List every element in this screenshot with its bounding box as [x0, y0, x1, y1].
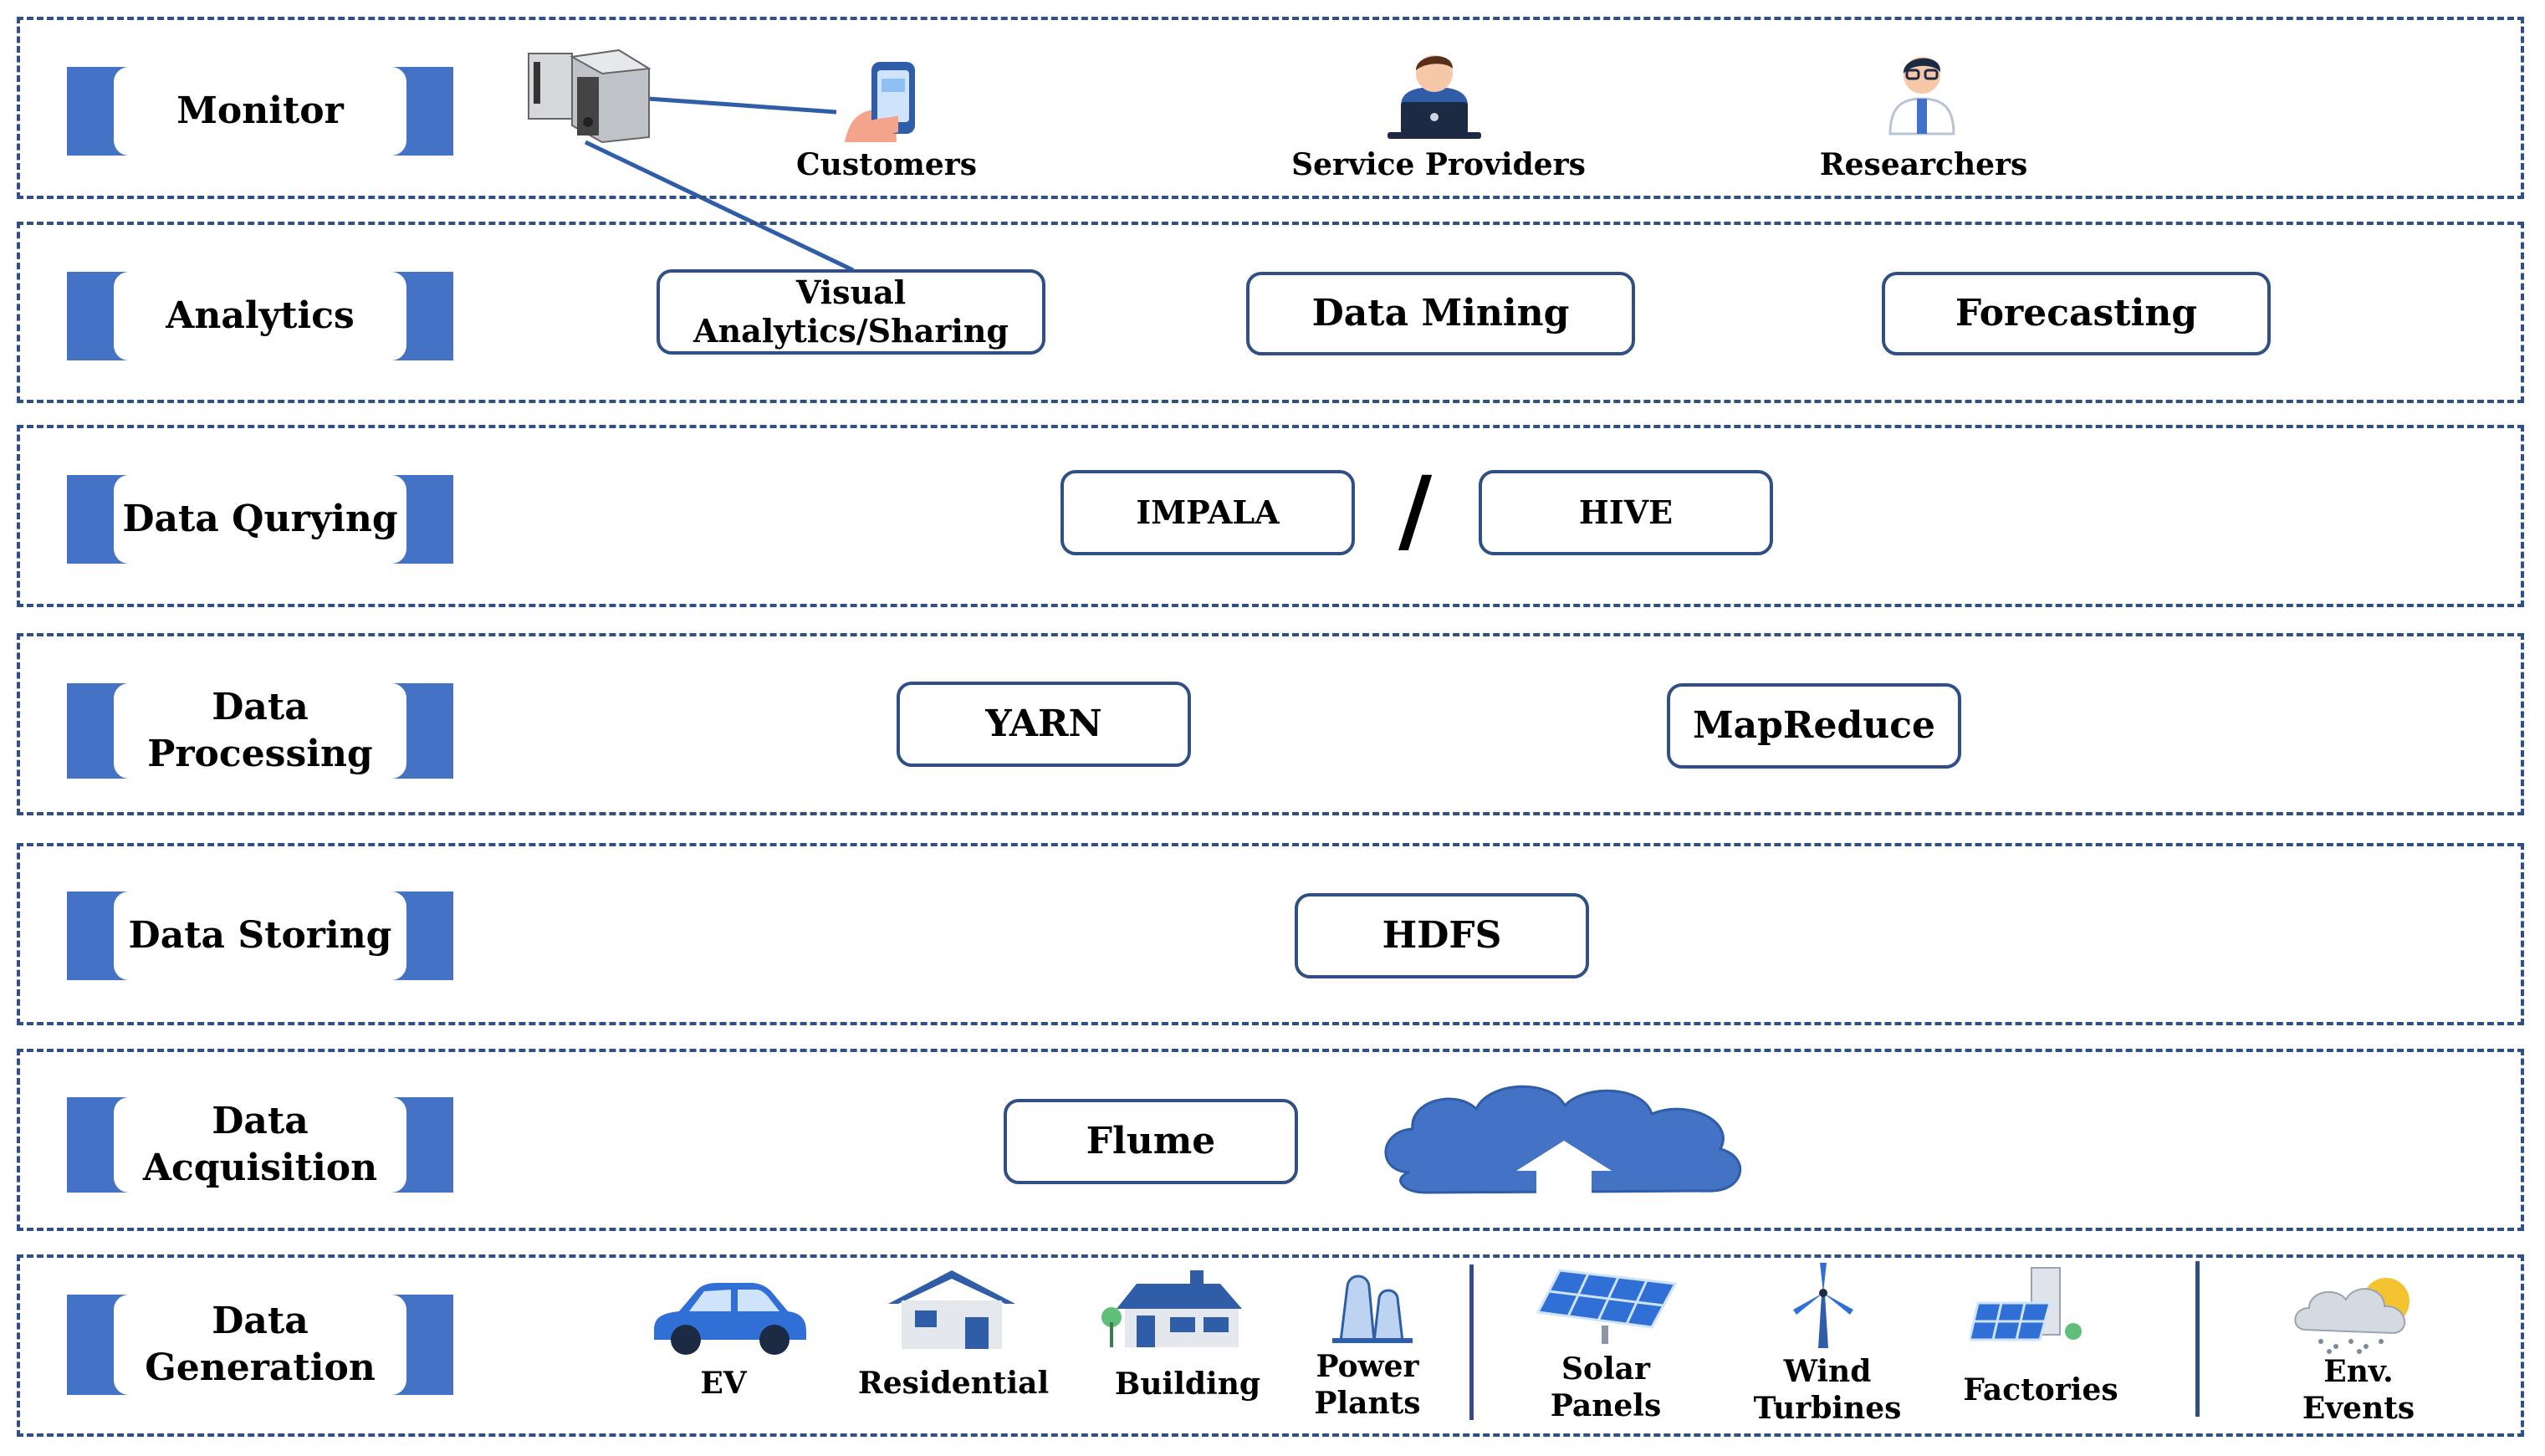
residential-house-icon: [885, 1267, 1019, 1351]
yarn-box: YARN: [897, 682, 1191, 767]
tag-acquisition: Data Acquisition: [67, 1097, 453, 1193]
tag-generation-label: Data Generation: [114, 1295, 406, 1395]
building-label: Building: [1114, 1367, 1261, 1402]
server-to-customers-line: [647, 96, 837, 115]
layer-monitor: [17, 17, 2524, 199]
server-to-visual-analytics-line: [584, 140, 855, 273]
tag-monitor: Monitor: [67, 67, 453, 156]
factory-icon: [1970, 1264, 2087, 1348]
server-icon: [525, 49, 651, 145]
building-icon: [1100, 1267, 1250, 1351]
tag-querying-label: Data Qurying: [114, 475, 406, 564]
ev-car-icon: [646, 1280, 809, 1355]
solar-panel-icon: [1535, 1267, 1677, 1346]
layer-generation: [17, 1254, 2524, 1437]
power-plant-icon: [1326, 1261, 1418, 1345]
hive-box: HIVE: [1479, 470, 1773, 555]
tag-storing-label: Data Storing: [114, 891, 406, 980]
hdfs-box: HDFS: [1295, 893, 1589, 978]
tag-generation: Data Generation: [67, 1295, 453, 1395]
service-provider-icon: [1376, 43, 1493, 144]
layer-analytics: [17, 222, 2524, 403]
weather-icon: [2287, 1271, 2434, 1355]
tag-monitor-label: Monitor: [114, 67, 406, 156]
divider-1: [1469, 1264, 1474, 1420]
wind-turbine-icon: [1781, 1261, 1865, 1349]
tag-storing: Data Storing: [67, 891, 453, 980]
layer-querying: [17, 425, 2524, 607]
researchers-label: Researchers: [1819, 147, 2028, 182]
tag-processing-label: Data Processing: [114, 683, 406, 779]
tag-acquisition-label: Data Acquisition: [114, 1097, 406, 1193]
data-mining-box: Data Mining: [1246, 272, 1635, 355]
divider-2: [2195, 1261, 2200, 1417]
factories-label: Factories: [1963, 1372, 2118, 1407]
solar-panels-label: Solar Panels: [1550, 1351, 1662, 1423]
tag-analytics: Analytics: [67, 272, 453, 360]
tag-querying: Data Qurying: [67, 475, 453, 564]
flume-box: Flume: [1004, 1099, 1298, 1184]
customer-phone-icon: [836, 59, 937, 146]
impala-box: IMPALA: [1060, 470, 1355, 555]
tag-analytics-label: Analytics: [114, 272, 406, 360]
layer-acquisition: [17, 1049, 2524, 1231]
service-providers-label: Service Providers: [1291, 147, 1586, 182]
visual-analytics-box: Visual Analytics/Sharing: [657, 269, 1045, 355]
slash-separator: /: [1398, 456, 1433, 564]
cloud-upload-icon: [1376, 1081, 1752, 1206]
layer-storing: [17, 843, 2524, 1025]
researcher-icon: [1872, 45, 1972, 137]
power-plants-label: Power Plants: [1314, 1349, 1421, 1421]
customers-label: Customers: [796, 147, 977, 182]
layer-processing: [17, 633, 2524, 815]
residential-label: Residential: [857, 1366, 1050, 1401]
wind-turbines-label: Wind Turbines: [1753, 1354, 1902, 1426]
ev-label: EV: [700, 1366, 747, 1401]
mapreduce-box: MapReduce: [1667, 683, 1961, 769]
forecasting-box: Forecasting: [1882, 272, 2271, 355]
env-events-label: Env. Events: [2302, 1354, 2415, 1426]
tag-processing: Data Processing: [67, 683, 453, 779]
